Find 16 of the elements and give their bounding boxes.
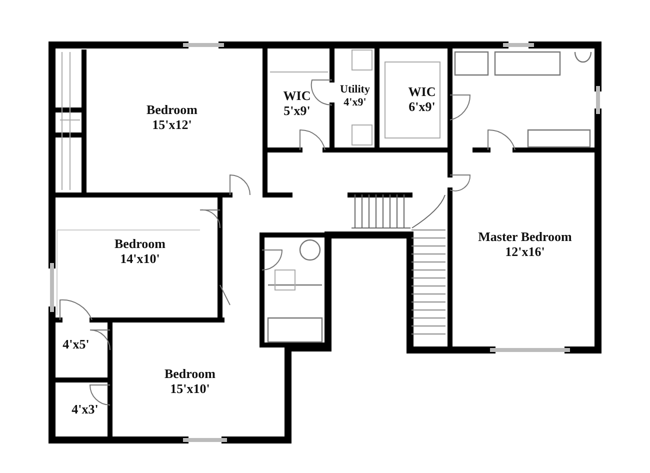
- room-dimensions: 12'x16': [504, 245, 546, 260]
- room-name: WIC: [408, 85, 436, 100]
- room-dimensions: 4'x5': [62, 338, 90, 352]
- room-name: Bedroom: [146, 103, 198, 118]
- room-name: Bedroom: [164, 367, 216, 382]
- room-dimensions: 4'x3': [72, 402, 98, 418]
- room-dimensions: 4'x9': [342, 96, 368, 109]
- room-name: Bedroom: [114, 237, 166, 252]
- room-name: WIC: [283, 89, 311, 104]
- room-dimensions: 15'x12': [151, 118, 193, 133]
- room-dimensions: 5'x9': [283, 104, 311, 119]
- room-dimensions: 15'x10': [169, 382, 211, 397]
- room-dimensions: 14'x10': [119, 252, 161, 267]
- room-name: Master Bedroom: [478, 230, 572, 245]
- room-dimensions: 6'x9': [408, 100, 436, 115]
- room-name: Utility: [340, 83, 370, 96]
